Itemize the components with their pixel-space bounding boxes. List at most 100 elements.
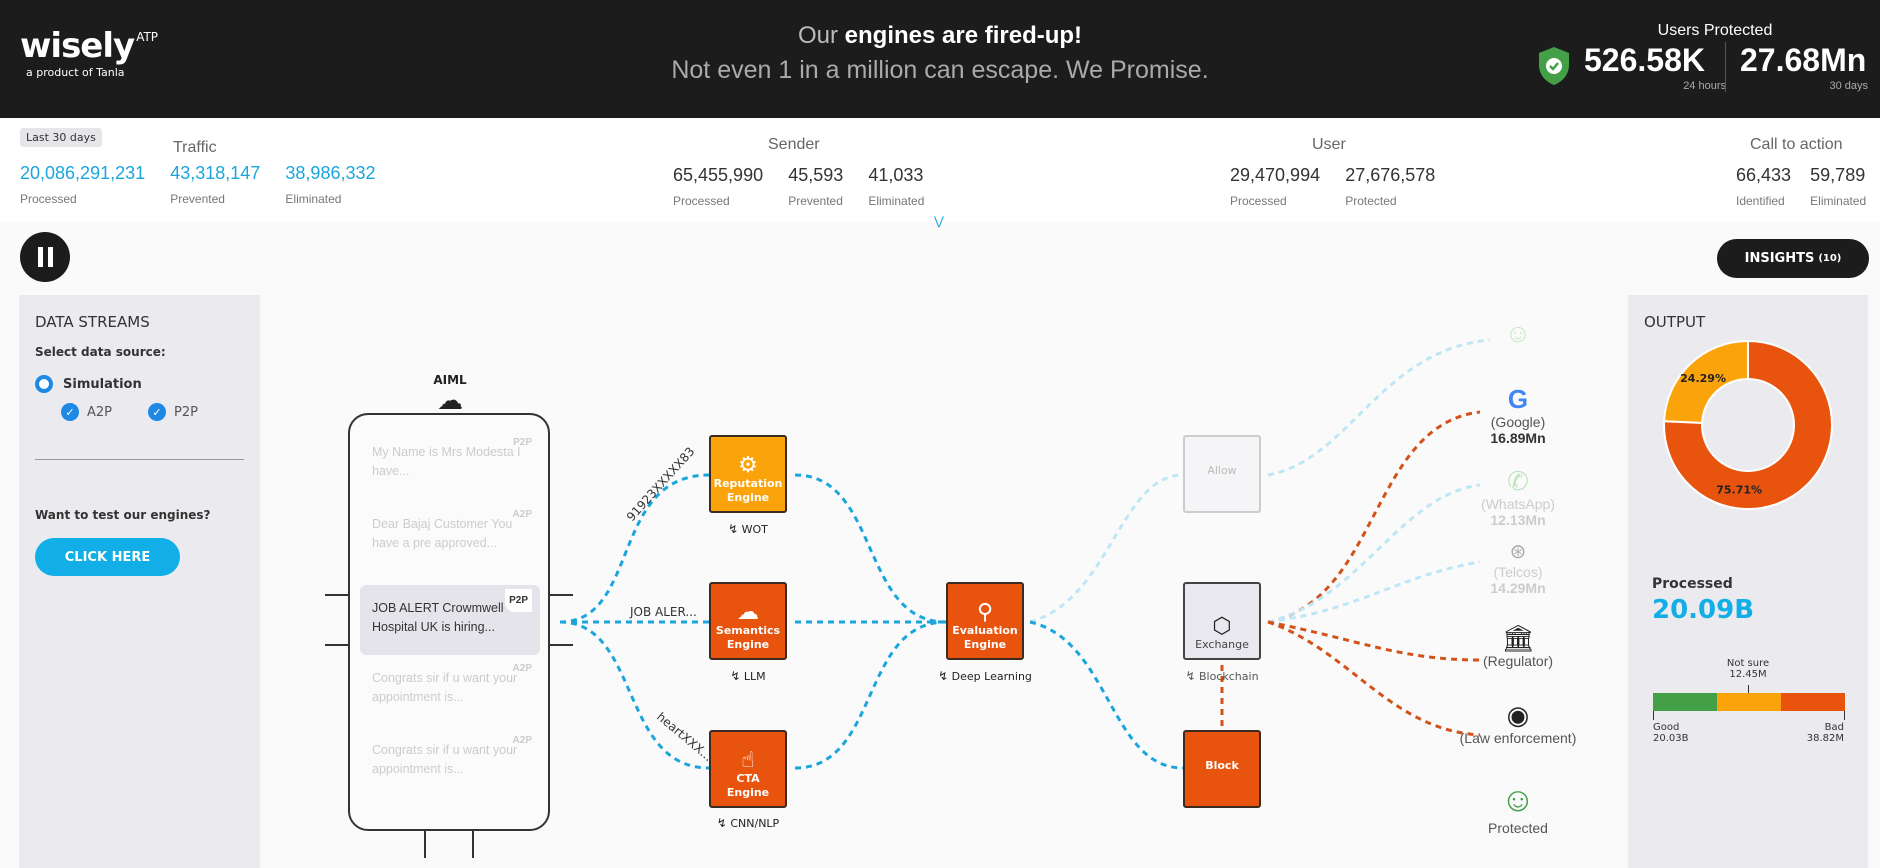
insights-button[interactable]: INSIGHTS(10) (1717, 239, 1869, 278)
stat-value: 41,033 (868, 165, 924, 185)
message-item[interactable]: Dear Bajaj Customer You have a pre appro… (360, 501, 540, 571)
stat-value: 66,433 (1736, 165, 1792, 185)
engine-tech: ↯ WOT (678, 522, 818, 536)
connector (1267, 483, 1481, 624)
pause-button[interactable] (20, 232, 70, 282)
expand-chevron-icon[interactable]: ⋁ (934, 214, 944, 228)
stat-value: 29,470,994 (1230, 165, 1321, 185)
target-value: 12.13Mn (1490, 512, 1546, 528)
connector (559, 620, 710, 770)
stat-label: Processed (20, 192, 77, 206)
period-badge[interactable]: Last 30 days (20, 128, 102, 147)
stat-label: Prevented (788, 194, 843, 208)
target-whatsapp[interactable]: ✆(WhatsApp)12.13Mn (1438, 466, 1598, 528)
logo-text: wisely (20, 26, 135, 66)
cta-engine-node[interactable]: ☝CTA Engine (709, 730, 787, 808)
radio-icon (35, 375, 53, 393)
panel-title: OUTPUT (1644, 313, 1706, 331)
connector (1267, 410, 1481, 624)
tech-label: Deep Learning (951, 670, 1032, 683)
stat-value: 43,318,147 (170, 163, 261, 183)
path-label: heartXXX... (654, 710, 715, 764)
stat-label: Prevented (170, 192, 225, 206)
message-text: Dear Bajaj Customer You have a pre appro… (372, 517, 513, 550)
stat-label: Eliminated (1810, 194, 1867, 208)
eye-scan-icon: ◉ (1506, 700, 1530, 730)
message-item[interactable]: Congrats sir if u want your appointment … (360, 727, 540, 797)
connector (559, 473, 710, 624)
message-item[interactable]: My Name is Mrs Modesta I have...P2P (360, 429, 540, 499)
users-24h-value: 526.58K (1584, 42, 1705, 78)
target-value: 14.29Mn (1490, 580, 1546, 596)
bar-not-sure (1717, 693, 1781, 711)
message-stream-phone: My Name is Mrs Modesta I have...P2P Dear… (348, 413, 550, 831)
target-law-enforcement[interactable]: ◉(Law enforcement) (1438, 700, 1598, 746)
whatsapp-icon: ✆ (1507, 466, 1529, 496)
stat-label: Eliminated (285, 192, 342, 206)
evaluation-engine-node[interactable]: ⚲Evaluation Engine (946, 582, 1024, 660)
message-text: Congrats sir if u want your appointment … (372, 671, 518, 704)
test-engines-label: Want to test our engines? (35, 508, 211, 522)
stat-label: Processed (1230, 194, 1287, 208)
bad-label: Bad (1824, 722, 1844, 733)
message-text: My Name is Mrs Modesta I have... (372, 445, 521, 478)
connector (1267, 338, 1491, 477)
message-item-active[interactable]: JOB ALERT Crowmwell Hospital UK is hirin… (360, 585, 540, 655)
stat-label: Identified (1736, 194, 1785, 208)
logo-sup: ATP (136, 30, 159, 44)
aiml-title: AIML (433, 373, 467, 387)
message-type: A2P (512, 735, 532, 746)
donut-slice[interactable] (1663, 339, 1833, 510)
message-item[interactable]: Congrats sir if u want your appointment … (360, 655, 540, 725)
not-sure-value: 12.45M (1729, 669, 1767, 680)
bar-bad (1781, 693, 1845, 711)
cta-title: Call to action (1750, 136, 1843, 153)
node-label: Reputation Engine (713, 477, 783, 504)
semantics-engine-node[interactable]: ☁Semantics Engine (709, 582, 787, 660)
a2p-checkbox[interactable]: ✓A2P (61, 403, 112, 421)
select-source-label: Select data source: (35, 345, 166, 359)
message-type: A2P (512, 663, 532, 674)
connector (1267, 620, 1481, 662)
tech-label: Blockchain (1199, 670, 1259, 683)
sender-title: Sender (768, 136, 820, 153)
lightning-icon: ↯ (938, 669, 949, 683)
stat-label: Processed (673, 194, 730, 208)
tech-label: WOT (741, 523, 768, 536)
connector (794, 473, 947, 624)
simulation-radio[interactable]: Simulation (35, 375, 244, 393)
block-node[interactable]: Block (1183, 730, 1261, 808)
target-telcos[interactable]: ⊛(Telcos)14.29Mn (1438, 540, 1598, 596)
click-here-button[interactable]: CLICK HERE (35, 538, 180, 576)
allow-node[interactable]: Allow (1183, 435, 1261, 513)
path-label: JOB ALER... (629, 605, 697, 619)
lightning-icon: ↯ (728, 522, 739, 536)
target-regulator[interactable]: 🏛(Regulator) (1438, 623, 1598, 669)
bad-value: 38.82M (1806, 733, 1844, 744)
target-google[interactable]: G(Google)16.89Mn (1438, 384, 1598, 446)
output-panel: OUTPUT 24.29%75.71% Processed 20.09B Not… (1628, 295, 1868, 868)
p2p-checkbox[interactable]: ✓P2P (148, 403, 198, 421)
target-label: (WhatsApp) (1481, 496, 1555, 512)
reputation-engine-node[interactable]: ⚙Reputation Engine (709, 435, 787, 513)
protected-user-icon: ☺ (1500, 781, 1536, 819)
target-protected: ☺Protected (1438, 780, 1598, 836)
user-icon: ☺ (1504, 318, 1532, 348)
connector (1029, 620, 1184, 770)
message-type: P2P (505, 589, 532, 612)
target-user: ☺ (1438, 318, 1598, 348)
tagline-2: Not even 1 in a million can escape. We P… (671, 56, 1209, 84)
exchange-node[interactable]: ⬡Exchange (1183, 582, 1261, 660)
ai-brain-icon: ☁ (437, 386, 463, 416)
